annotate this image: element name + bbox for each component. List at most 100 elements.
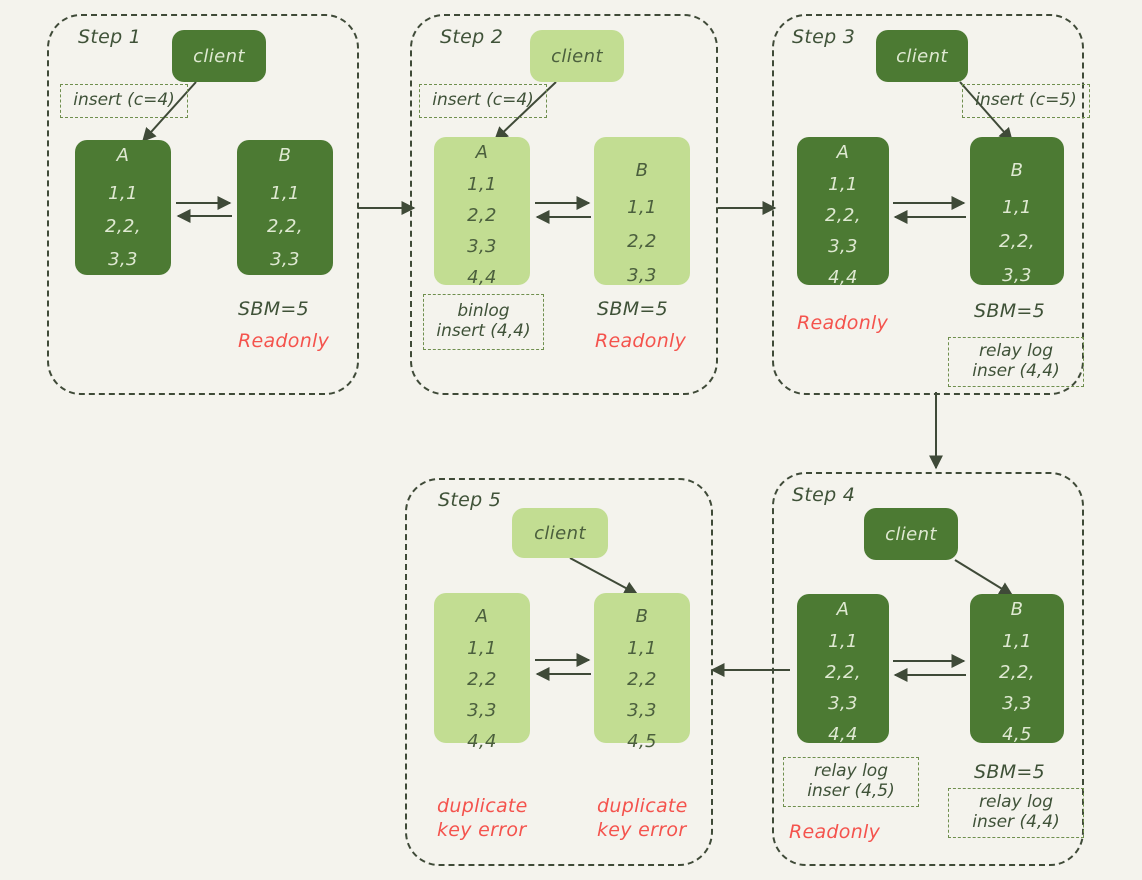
readonly-label-step2: Readonly — [595, 330, 687, 352]
node-b-row-1-step2: 2,2 — [627, 231, 657, 252]
panel-step4 — [772, 472, 1084, 866]
node-b-row-0-step1: 1,1 — [270, 183, 300, 204]
node-a-row-0-step3: 1,1 — [828, 174, 858, 195]
node-b-label-step4: B — [1010, 599, 1024, 620]
node-a-row-1-step1: 2,2, — [105, 216, 141, 237]
panel-step5 — [405, 478, 713, 866]
node-b-row-0-step4: 1,1 — [1002, 631, 1032, 652]
node-a-row-2-step3: 3,3 — [828, 236, 858, 257]
readonly-label-step4: Readonly — [789, 821, 881, 843]
client-box-step2: client — [530, 30, 624, 82]
node-a-row-0-step2: 1,1 — [467, 174, 497, 195]
node-a-row-0-step1: 1,1 — [108, 183, 138, 204]
relay-log-line2-step3: inser (4,4) — [972, 361, 1060, 381]
node-b-label-step1: B — [278, 145, 292, 166]
node-b-row-3-step4: 4,5 — [1002, 724, 1032, 745]
panel-title-step4: Step 4 — [792, 484, 856, 506]
query-note-step1: insert (c=4) — [60, 84, 188, 118]
readonly-label-step1: Readonly — [238, 330, 330, 352]
query-note-text-step3: insert (c=5) — [975, 90, 1077, 111]
node-b-row-2-step1: 3,3 — [270, 249, 300, 270]
node-b-row-2-step5: 3,3 — [627, 700, 657, 721]
node-b-row-2-step3: 3,3 — [1002, 265, 1032, 286]
panel-title-step3: Step 3 — [792, 26, 856, 48]
node-b-row-1-step5: 2,2 — [627, 669, 657, 690]
relay-log-b-line1-step4: relay log — [979, 792, 1053, 813]
node-a-row-2-step4: 3,3 — [828, 693, 858, 714]
node-a-label-step2: A — [475, 142, 489, 163]
query-note-step2: insert (c=4) — [419, 84, 547, 118]
node-b-row-2-step4: 3,3 — [1002, 693, 1032, 714]
node-a-row-3-step3: 4,4 — [828, 267, 858, 288]
arrow-client-to-b-step3 — [959, 81, 1013, 143]
node-a-label-step4: A — [836, 599, 850, 620]
node-b-row-3-step5: 4,5 — [627, 731, 657, 752]
node-a-row-2-step5: 3,3 — [467, 700, 497, 721]
node-b-row-1-step1: 2,2, — [267, 216, 303, 237]
client-box-step4: client — [864, 508, 958, 560]
binlog-note-line1-step2: binlog — [457, 301, 510, 322]
query-note-step3: insert (c=5) — [962, 84, 1090, 118]
sbm-label-step3: SBM=5 — [974, 300, 1045, 322]
node-b-row-2-step2: 3,3 — [627, 265, 657, 286]
node-a-row-2-step2: 3,3 — [467, 236, 497, 257]
query-note-text-step1: insert (c=4) — [73, 90, 175, 111]
node-a-row-3-step2: 4,4 — [467, 267, 497, 288]
node-b-label-step5: B — [635, 606, 649, 627]
node-a-label-step3: A — [836, 142, 850, 163]
relay-log-note-step3: relay log inser (4,4) — [948, 337, 1084, 387]
relay-log-line1-step3: relay log — [979, 341, 1053, 362]
node-a-row-1-step2: 2,2 — [467, 205, 497, 226]
binlog-note-step2: binlog insert (4,4) — [423, 294, 544, 350]
node-a-step3: A 1,1 2,2, 3,3 4,4 — [797, 137, 889, 288]
node-a-row-0-step5: 1,1 — [467, 638, 497, 659]
relay-log-a-line1-step4: relay log — [814, 761, 888, 782]
query-note-text-step2: insert (c=4) — [432, 90, 534, 111]
node-b-step3: B 1,1 2,2, 3,3 — [970, 137, 1064, 285]
relay-log-a-line2-step4: inser (4,5) — [807, 781, 895, 801]
client-box-step5: client — [512, 508, 608, 558]
sbm-label-step2: SBM=5 — [597, 298, 668, 320]
node-a-label-step1: A — [116, 145, 130, 166]
panel-title-step2: Step 2 — [440, 26, 504, 48]
node-b-row-0-step5: 1,1 — [627, 638, 657, 659]
node-b-label-step2: B — [635, 160, 649, 181]
node-a-step1: A 1,1 2,2, 3,3 — [75, 140, 171, 275]
panel-step1 — [47, 14, 359, 395]
arrow-client-to-b-step5 — [569, 557, 639, 595]
node-b-step5: B 1,1 2,2 3,3 4,5 — [594, 593, 690, 751]
sbm-label-step1: SBM=5 — [238, 298, 309, 320]
sbm-label-step4: SBM=5 — [974, 761, 1045, 783]
node-a-row-3-step5: 4,4 — [467, 731, 497, 752]
relay-log-note-a-step4: relay log inser (4,5) — [783, 757, 919, 807]
node-b-step1: B 1,1 2,2, 3,3 — [237, 140, 333, 275]
node-a-row-1-step4: 2,2, — [825, 662, 861, 683]
relay-log-b-line2-step4: inser (4,4) — [972, 812, 1060, 832]
panel-step3 — [772, 14, 1084, 395]
node-b-label-step3: B — [1010, 160, 1024, 181]
error-label-b-step5: duplicate key error — [597, 795, 688, 841]
node-a-step2: A 1,1 2,2 3,3 4,4 — [434, 137, 530, 288]
client-box-step1: client — [172, 30, 266, 82]
node-a-label-step5: A — [475, 606, 489, 627]
node-a-row-3-step4: 4,4 — [828, 724, 858, 745]
node-b-row-1-step3: 2,2, — [999, 231, 1035, 252]
node-b-row-0-step2: 1,1 — [627, 197, 657, 218]
readonly-label-step3: Readonly — [797, 312, 889, 334]
node-a-row-2-step1: 3,3 — [108, 249, 138, 270]
panel-title-step1: Step 1 — [78, 26, 142, 48]
panel-title-step5: Step 5 — [438, 489, 502, 511]
relay-log-note-b-step4: relay log inser (4,4) — [948, 788, 1084, 838]
arrow-client-to-b-step4 — [954, 559, 1014, 596]
node-a-row-1-step5: 2,2 — [467, 669, 497, 690]
node-a-row-0-step4: 1,1 — [828, 631, 858, 652]
node-a-step5: A 1,1 2,2 3,3 4,4 — [434, 593, 530, 751]
node-a-row-1-step3: 2,2, — [825, 205, 861, 226]
arrow-client-to-a-step2 — [493, 81, 557, 141]
node-b-row-1-step4: 2,2, — [999, 662, 1035, 683]
error-label-a-step5: duplicate key error — [437, 795, 528, 841]
node-b-row-0-step3: 1,1 — [1002, 197, 1032, 218]
client-box-step3: client — [876, 30, 968, 82]
panel-step2 — [410, 14, 718, 395]
